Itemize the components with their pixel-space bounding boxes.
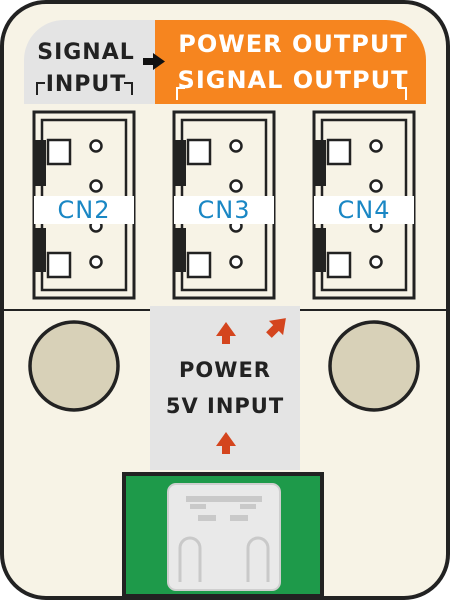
output-bracket-left — [176, 87, 185, 100]
five-volt-input-label: 5V INPUT — [165, 394, 285, 418]
mounting-hole-icon — [328, 320, 420, 412]
signal-input-panel — [24, 20, 155, 104]
signal-output-label: SIGNAL OUTPUT — [177, 66, 409, 94]
pin-hole — [369, 255, 383, 269]
pin-hole — [369, 139, 383, 153]
signal-input-label-line2: INPUT — [45, 72, 127, 97]
output-panel — [155, 20, 426, 104]
connector-label-cn4: CN4 — [314, 196, 414, 224]
signal-input-label-line1: SIGNAL — [37, 40, 135, 65]
usb-c-icon — [167, 483, 281, 591]
connector-label-cn3: CN3 — [174, 196, 274, 224]
right-arrow-icon — [143, 53, 165, 70]
pin-hole — [229, 139, 243, 153]
pin-hole — [229, 255, 243, 269]
output-bracket-right — [398, 87, 407, 100]
connector-label-cn2: CN2 — [34, 196, 134, 224]
pin-hole — [229, 179, 243, 193]
pin-hole — [369, 179, 383, 193]
pin-hole — [89, 139, 103, 153]
up-arrow-icon — [216, 322, 236, 344]
pin-hole — [89, 255, 103, 269]
input-bracket-left — [36, 82, 45, 95]
connector-cn3 — [172, 110, 276, 300]
input-bracket-right — [124, 82, 133, 95]
mounting-hole-icon — [28, 320, 120, 412]
diagonal-arrow-icon — [266, 318, 286, 338]
pin-hole — [89, 179, 103, 193]
power-label: POWER — [179, 358, 271, 382]
power-output-label: POWER OUTPUT — [178, 30, 408, 58]
up-arrow-icon — [216, 432, 236, 454]
